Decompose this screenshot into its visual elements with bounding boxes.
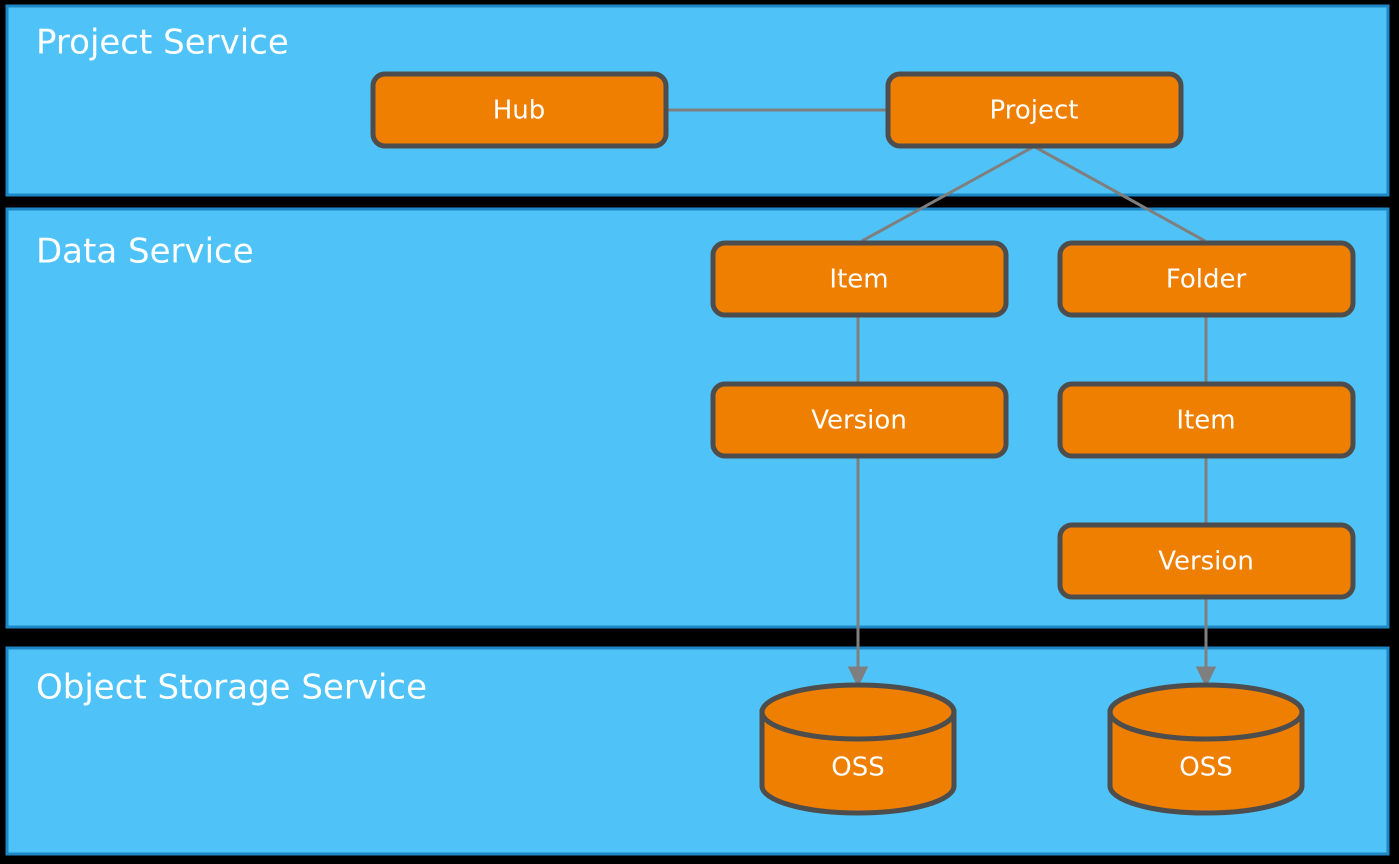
node-version-right-box[interactable] <box>1057 522 1356 600</box>
node-item-left-label: Item <box>829 265 888 295</box>
edge-project-to-folder <box>1034 145 1206 243</box>
node-item-right[interactable]: Item <box>1057 381 1356 459</box>
node-hub-label: Hub <box>493 96 546 126</box>
panel-project-service-title: Project Service <box>36 23 289 63</box>
node-version-left-label: Version <box>811 406 907 436</box>
node-project-label: Project <box>990 96 1079 126</box>
node-folder-box[interactable] <box>1057 240 1356 318</box>
node-folder[interactable]: Folder <box>1057 240 1356 318</box>
node-oss-right[interactable]: OSS <box>1107 682 1305 816</box>
edge-layer <box>668 108 1217 688</box>
node-item-right-box[interactable] <box>1057 381 1356 459</box>
node-project-box[interactable] <box>885 71 1184 149</box>
node-project[interactable]: Project <box>885 71 1184 149</box>
node-hub-box[interactable] <box>370 71 669 149</box>
node-folder-label: Folder <box>1166 265 1247 295</box>
node-version-left[interactable]: Version <box>710 381 1009 459</box>
node-oss-left-label: OSS <box>831 753 884 783</box>
node-oss-right-label: OSS <box>1179 753 1232 783</box>
node-version-right[interactable]: Version <box>1057 522 1356 600</box>
node-version-left-box[interactable] <box>710 381 1009 459</box>
edge-project-to-item-left <box>861 145 1034 243</box>
node-version-right-label: Version <box>1158 547 1254 577</box>
node-oss-left[interactable]: OSS <box>759 682 957 816</box>
node-item-left[interactable]: Item <box>710 240 1009 318</box>
node-oss-left-cylinder-top[interactable] <box>759 682 957 742</box>
node-hub[interactable]: Hub <box>370 71 669 149</box>
node-item-right-label: Item <box>1176 406 1235 436</box>
node-oss-right-cylinder-top[interactable] <box>1107 682 1305 742</box>
node-item-left-box[interactable] <box>710 240 1009 318</box>
panel-data-service-title: Data Service <box>36 232 254 272</box>
panel-object-storage-service-title: Object Storage Service <box>36 668 427 708</box>
